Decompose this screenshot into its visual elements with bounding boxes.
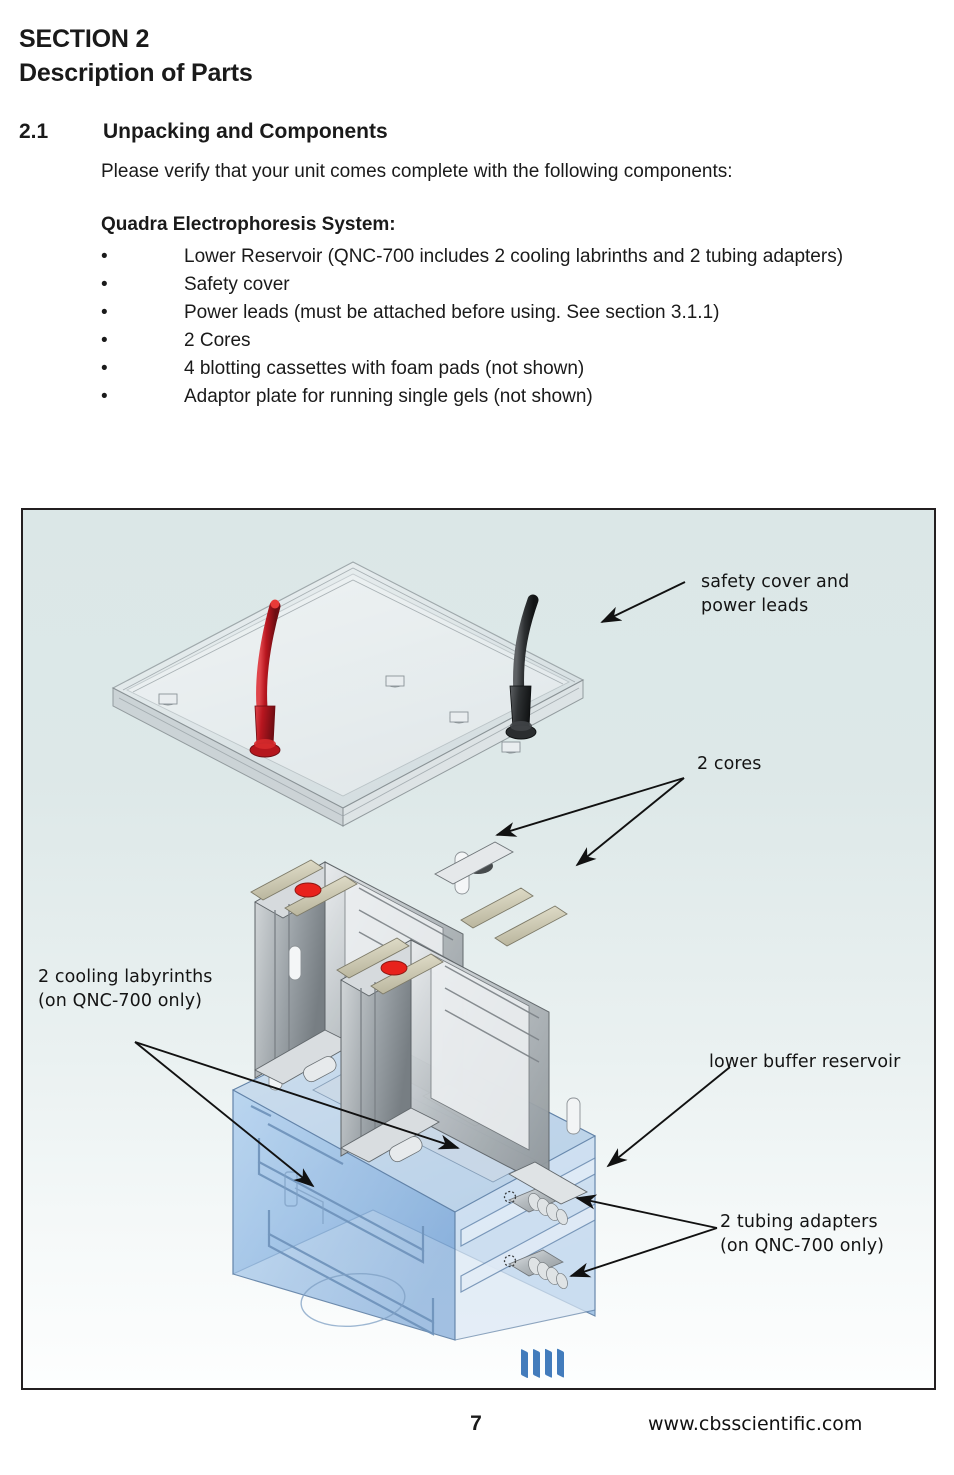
page-number: 7: [470, 1412, 482, 1435]
bullet-icon: •: [101, 302, 108, 323]
bullet-icon: •: [101, 386, 108, 407]
list-item-label: Power leads (must be attached before usi…: [184, 302, 720, 323]
leader-tubing-1: [575, 1194, 718, 1229]
bullet-icon: •: [101, 330, 108, 351]
subsection-title: Unpacking and Components: [103, 120, 388, 143]
list-item-label: Safety cover: [184, 274, 290, 295]
red-power-lead: [249, 599, 281, 758]
exploded-assembly-illustration: [111, 561, 731, 1378]
list-item-label: Adaptor plate for running single gels (n…: [184, 386, 593, 407]
safety-cover-part: [111, 561, 585, 827]
black-power-lead: [505, 594, 539, 740]
callout-cooling-labyrinths: 2 cooling labyrinths (on QNC-700 only): [38, 967, 213, 1011]
list-item: • Lower Reservoir (QNC-700 includes 2 co…: [101, 243, 931, 271]
list-item-label: 4 blotting cassettes with foam pads (not…: [184, 358, 585, 379]
callout-tubing-adapters: 2 tubing adapters (on QNC-700 only): [720, 1212, 885, 1256]
component-list-heading: Quadra Electrophoresis System:: [101, 214, 396, 235]
section-label: SECTION 2: [19, 25, 150, 53]
leader-core-1: [495, 777, 685, 837]
leader-lower-reservoir: [606, 1066, 731, 1168]
callout-safety-cover: safety cover and power leads: [701, 572, 850, 616]
intro-paragraph: Please verify that your unit comes compl…: [101, 161, 733, 182]
leader-safety-cover: [600, 581, 686, 623]
tubing-adapter-lower: [503, 1249, 568, 1290]
bullet-icon: •: [101, 274, 108, 295]
list-item-label: 2 Cores: [184, 330, 251, 351]
figure-inner: safety cover and power leads 2 cores 2 c…: [23, 510, 934, 1388]
list-item: • Adaptor plate for running single gels …: [101, 383, 931, 411]
leader-labyrinth-2: [134, 1041, 315, 1188]
list-item-label: Lower Reservoir (QNC-700 includes 2 cool…: [184, 246, 844, 267]
subsection-number: 2.1: [19, 120, 49, 143]
section-title: Description of Parts: [19, 59, 253, 87]
bullet-icon: •: [101, 246, 108, 267]
leader-labyrinth-1: [134, 1041, 460, 1150]
electrode-combs: [521, 1348, 564, 1378]
list-item: • Power leads (must be attached before u…: [101, 299, 931, 327]
callout-lower-buffer-reservoir: lower buffer reservoir: [709, 1052, 901, 1072]
list-item: • Safety cover: [101, 271, 931, 299]
parts-diagram-figure: safety cover and power leads 2 cores 2 c…: [21, 508, 936, 1390]
cover-standoffs: [158, 675, 521, 754]
callout-cores: 2 cores: [697, 754, 762, 774]
list-item: • 2 Cores: [101, 327, 931, 355]
component-list: • Lower Reservoir (QNC-700 includes 2 co…: [101, 243, 931, 411]
section-heading: SECTION 2 Description of Parts: [19, 22, 253, 90]
cooling-labyrinth-tubes: [250, 1105, 435, 1336]
bullet-icon: •: [101, 358, 108, 379]
red-jack-rear: [294, 882, 322, 898]
website-footer: www.cbsscientific.com: [648, 1413, 863, 1435]
leader-tubing-2: [569, 1227, 718, 1278]
core-assembly-front: [288, 937, 588, 1205]
callout-leader-lines: [134, 581, 731, 1278]
red-jack-front: [380, 960, 408, 976]
leader-core-2: [575, 777, 685, 867]
list-item: • 4 blotting cassettes with foam pads (n…: [101, 355, 931, 383]
